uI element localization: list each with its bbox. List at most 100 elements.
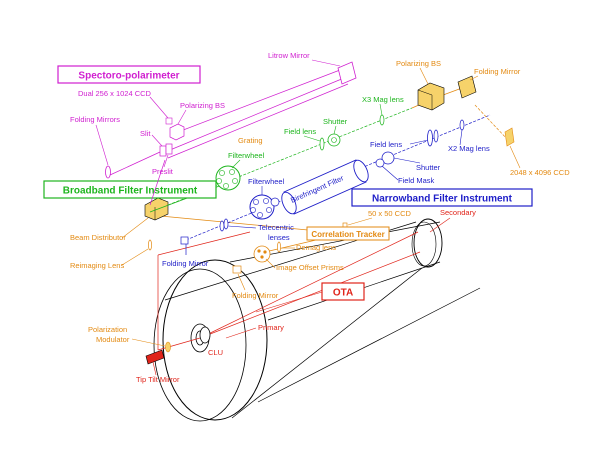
blue-filterwheel-hole-5 <box>250 207 256 213</box>
telecentric-lens-2 <box>223 218 229 230</box>
label-preslit: Preslit <box>152 167 174 176</box>
folding-mirror-tr-pointer <box>469 75 479 81</box>
correlation-tracker-title: Correlation Tracker <box>311 230 384 239</box>
label-field-lens-a: Field lens <box>284 127 316 136</box>
polarizing-bs-sp-shape <box>169 123 185 141</box>
polarizing-bs-nfi-pointer <box>419 67 429 85</box>
filterwheel-top-pointer <box>231 159 241 169</box>
preslit-pointer <box>163 154 169 168</box>
broadband-title: Broadband Filter Instrument <box>63 186 198 197</box>
polarizing-bs-sp-pointer <box>177 109 187 125</box>
litrow-mirror-shape <box>337 61 357 85</box>
slit-shape <box>159 145 167 157</box>
ccd-50-pointer <box>347 217 373 226</box>
magenta-ray-3 <box>167 83 349 159</box>
label-primary: Primary <box>258 323 284 332</box>
beam-distributor-pointer <box>121 217 149 239</box>
folding-mirrors-shape <box>105 165 111 179</box>
label-clu: CLU <box>208 348 223 357</box>
telecentric-lens-1 <box>219 220 225 232</box>
polarization-modulator-shape <box>165 341 171 353</box>
narrowband-group: Birefringent Filter Narrowband Filter In… <box>162 114 533 268</box>
folding-mirror-tr-shape <box>457 75 477 99</box>
field-mask-pointer <box>381 165 399 181</box>
ccd-2048-pointer <box>509 145 521 169</box>
green-ray-1 <box>167 107 413 206</box>
broadband-box <box>43 180 217 199</box>
label-x2-mag: X2 Mag lens <box>448 144 490 153</box>
green-filterwheel-hole-2 <box>229 169 235 175</box>
ota-ray-2 <box>199 251 421 339</box>
primary-mirror-front <box>162 259 268 421</box>
label-grating: Grating <box>238 136 263 145</box>
ccd-2048-shape <box>504 127 515 147</box>
image-offset-prisms-dot-2 <box>263 250 267 254</box>
label-secondary: Secondary <box>440 208 476 217</box>
shutter-right-pointer <box>393 157 421 164</box>
label-image-offset: Image Offset Prisms <box>276 263 344 272</box>
image-offset-prisms-dot-1 <box>257 249 261 253</box>
birefringent-end-left <box>281 191 297 215</box>
label-lenses: lenses <box>268 233 290 242</box>
blue-filterwheel-hub <box>270 197 280 207</box>
green-field-lens-shape <box>319 137 325 151</box>
shutter-top-pointer <box>333 125 337 135</box>
ota-ray-3 <box>157 337 201 351</box>
magenta-ray-2 <box>169 77 345 151</box>
label-field-lens-b: Field lens <box>370 140 402 149</box>
ota-ray-5 <box>157 231 251 256</box>
label-filterwheel-mid: Filterwheel <box>248 177 285 186</box>
folding-mirrors-pointer <box>95 124 109 166</box>
label-demag: Demag lens <box>296 243 336 252</box>
modulator-pointer <box>131 338 166 347</box>
polarizing-bs-nfi-shape <box>417 82 445 111</box>
nfi-optics-group: Polarizing BS Folding Mirror 2048 x 4096… <box>396 59 570 177</box>
magenta-ray-4 <box>109 151 161 176</box>
birefringent-end-right <box>353 159 369 183</box>
green-filterwheel-hole-4 <box>223 183 229 189</box>
narrowband-title: Narrowband Filter Instrument <box>372 194 513 205</box>
label-dual-ccd: Dual 256 x 1024 CCD <box>78 89 152 98</box>
folding-mirror-b-pointer <box>237 273 246 291</box>
narrowband-box <box>351 188 533 207</box>
image-offset-prisms-dot-3 <box>260 255 264 259</box>
label-folding-mirror-a: Folding Mirror <box>162 259 209 268</box>
ota-title: OTA <box>333 288 353 299</box>
label-shutter-right: Shutter <box>416 163 441 172</box>
label-folding-mirrors: Folding Mirrors <box>70 115 120 124</box>
green-filterwheel-hole-1 <box>219 170 225 176</box>
label-litrow-mirror: Litrow Mirror <box>268 51 310 60</box>
litrow-pointer <box>311 59 341 67</box>
blue-filterwheel-hole-4 <box>257 212 263 218</box>
label-polarization: Polarization <box>88 325 127 334</box>
blue-field-lens-shape-2 <box>433 129 439 143</box>
green-filterwheel-hole-5 <box>216 178 222 184</box>
label-folding-mirror-b: Folding Mirror <box>232 291 279 300</box>
dual-ccd-shape <box>165 117 173 125</box>
label-polarizing-bs-nfi: Polarizing BS <box>396 59 441 68</box>
label-polarizing-bs-sp: Polarizing BS <box>180 101 225 110</box>
label-telecentric: Telecentric <box>258 223 294 232</box>
reimaging-lens-shape <box>148 239 152 251</box>
magenta-ray-1 <box>177 69 341 133</box>
secondary-pointer <box>429 217 451 233</box>
blue-filterwheel-hole-2 <box>263 198 269 204</box>
ota-pointer <box>255 291 323 313</box>
blue-field-mask-shape <box>375 158 385 168</box>
secondary-mirror <box>413 218 443 268</box>
spectro-title: Spectoro-polarimeter <box>78 71 179 82</box>
image-offset-prisms-shape <box>253 245 271 263</box>
green-shutter-inner <box>331 137 337 143</box>
correlation-tracker-group: Correlation Tracker Beam Distributor Rei… <box>70 197 412 300</box>
telecentric-pointer <box>227 225 257 229</box>
tip-tilt-mirror-shape <box>145 349 165 365</box>
primary-mirror-back <box>153 268 247 422</box>
ota-group: OTA Primary CLU Secondary Polarization M… <box>88 208 481 422</box>
green-shutter-shape <box>327 133 341 147</box>
label-folding-mirror-tr: Folding Mirror <box>474 67 521 76</box>
label-reimaging-lens: Reimaging Lens <box>70 261 124 270</box>
ota-truss-4 <box>257 287 481 403</box>
x3-mag-pointer <box>379 103 383 116</box>
label-modulator: Modulator <box>96 335 130 344</box>
ota-truss-3 <box>231 267 423 419</box>
